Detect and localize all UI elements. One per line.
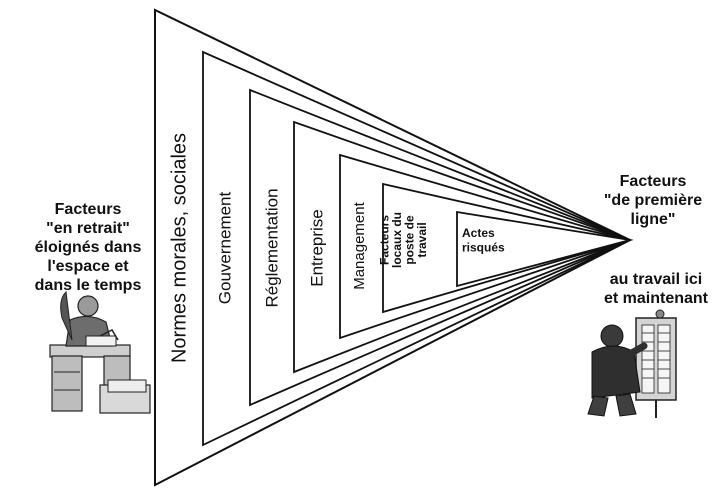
- here-and-now-caption: au travail ici et maintenant: [592, 270, 720, 308]
- caption-line: Facteurs: [619, 173, 687, 190]
- caption-line: l'espace et: [47, 258, 129, 275]
- caption-line: au travail ici: [609, 271, 703, 288]
- caption-line: Facteurs: [54, 201, 122, 218]
- distal-factors-caption: Facteurs "en retrait" éloignés dans l'es…: [4, 200, 172, 295]
- layer-label-line: Facteurs: [377, 215, 391, 265]
- layer-label-line: travail: [415, 222, 429, 257]
- field-worker-at-electrical-panel-icon: [587, 309, 677, 418]
- layer-label-line: risqués: [462, 240, 505, 254]
- caption-line: éloignés dans: [34, 239, 142, 256]
- caption-line: et maintenant: [603, 290, 708, 307]
- caption-line: "en retrait": [46, 220, 130, 237]
- funnel-layers: [154, 8, 634, 487]
- funnel-labels: Normes morales, sociales Gouvernement Régl…: [168, 133, 505, 363]
- layer-label-line: Actes: [462, 226, 495, 240]
- caption-line: dans le temps: [34, 277, 142, 294]
- layer-label: Entreprise: [307, 209, 326, 286]
- layer-label: Facteurslocaux duposte detravail: [377, 212, 429, 268]
- layer-label: Gouvernement: [215, 191, 234, 304]
- caption-line: "de première: [603, 192, 703, 209]
- frontline-factors-caption: Facteurs "de première ligne": [594, 172, 712, 229]
- caption-line: ligne": [630, 211, 676, 228]
- layer-label: Normes morales, sociales: [168, 133, 190, 363]
- layer-label: Réglementation: [262, 188, 281, 307]
- layer-label: Management: [351, 201, 368, 289]
- office-worker-at-desk-icon: [49, 290, 151, 414]
- layer-label-line: poste de: [402, 215, 416, 265]
- layer-label-line: locaux du: [390, 212, 404, 268]
- funnel-layer-outline: [456, 210, 631, 288]
